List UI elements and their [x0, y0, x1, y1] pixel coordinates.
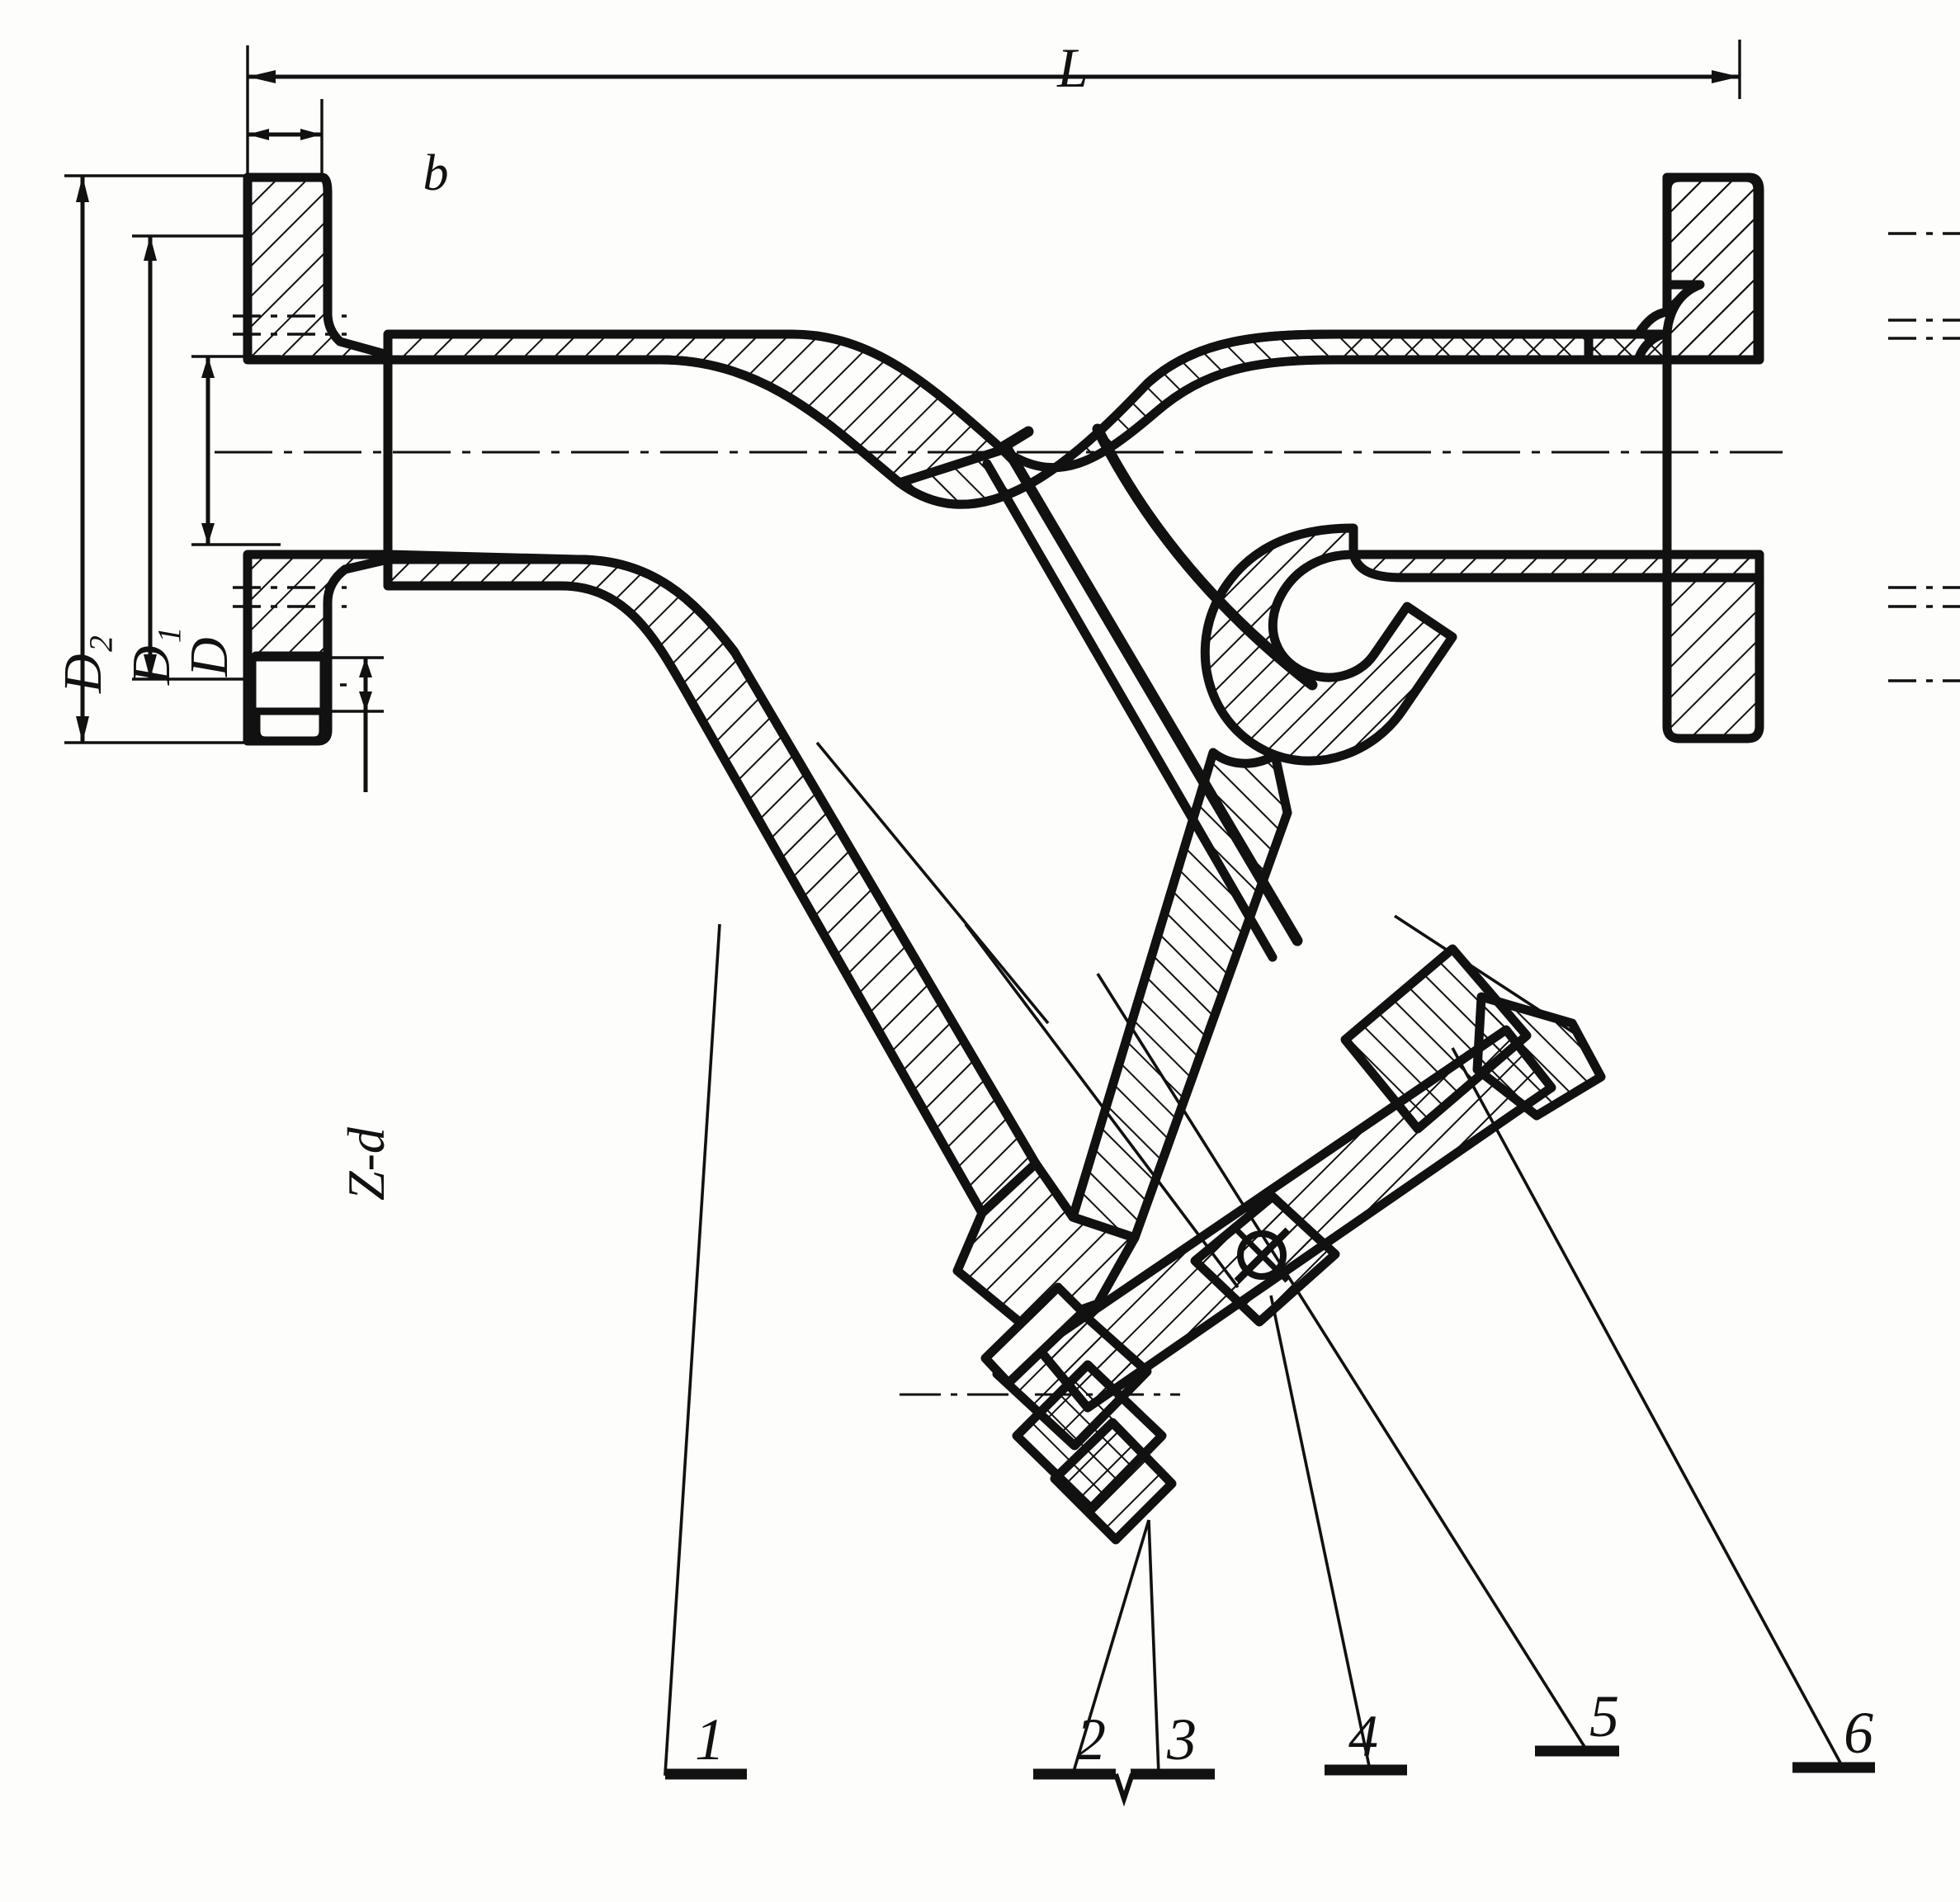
right-flange-upper-solid	[1584, 172, 1764, 365]
bore-upper-right	[895, 329, 1672, 509]
leader-3	[1147, 1519, 1160, 1775]
strainer-screen	[977, 423, 1318, 1218]
dim-arrow-D2-bot	[76, 716, 89, 743]
dim-arrow-b-left	[248, 129, 269, 140]
screen-bottom-rim	[977, 1159, 1041, 1218]
drain-plug-tip	[1050, 1418, 1177, 1545]
y-limb-bottom-closure	[952, 1159, 1140, 1333]
dim-arrow-D-bot	[201, 523, 215, 545]
left-flange-upper	[243, 172, 393, 365]
cap-neck-hook	[1200, 523, 1457, 766]
callout-6: 6	[1844, 1700, 1873, 1766]
screen-far-edge	[1092, 423, 1318, 691]
callout-1: 1	[695, 1706, 725, 1772]
dim-arrow-D2-top	[76, 176, 89, 202]
dim-arrow-L-right	[1712, 70, 1740, 83]
dim-arrow-L-left	[248, 70, 276, 83]
left-flange-lower	[243, 550, 393, 746]
callout-5: 5	[1589, 1683, 1619, 1749]
callout-labels: 1 2 3 4 5 6	[695, 1683, 1873, 1772]
callout-3: 3	[1166, 1706, 1197, 1772]
dimension-labels: L b D₂ D₁ D Z-d	[53, 36, 1089, 1201]
dim-arrow-Zd-bot	[359, 691, 372, 711]
dim-arrow-D1-bot	[144, 654, 157, 679]
left-flange-bolt-hole	[248, 654, 328, 715]
body-section	[243, 172, 1764, 1333]
screen-mouth	[999, 426, 1034, 451]
bore-lower-left	[383, 550, 739, 657]
callout-2: 2	[1076, 1706, 1106, 1772]
screen-wall-outer	[999, 440, 1303, 946]
dimension-lines	[64, 40, 1741, 792]
dim-label-Zd: Z-d	[337, 1126, 395, 1201]
dim-arrow-D1-top	[144, 236, 157, 261]
underline-2-3-vee	[1113, 1773, 1135, 1807]
screen-wall-inner	[982, 459, 1278, 962]
leader-cap-pointer	[1394, 914, 1585, 1041]
lower-wall-right-run	[1348, 550, 1764, 583]
dim-label-D2: D₂	[53, 635, 113, 694]
dim-arrow-D-top	[201, 356, 215, 378]
cap-and-plug-assembly	[980, 944, 1606, 1545]
dim-label-L: L	[1056, 36, 1089, 99]
dim-arrow-b-right	[300, 129, 322, 140]
leader-nut-pointer	[964, 923, 1240, 1289]
bore-outlines	[383, 329, 1672, 657]
leader-screen-pointer	[815, 741, 1050, 1025]
dim-label-D: D	[179, 637, 239, 677]
bore-upper-left	[383, 355, 904, 488]
dim-label-b: b	[423, 145, 449, 201]
dim-arrow-Zd-top	[359, 658, 372, 677]
leader-underlines	[665, 1745, 1875, 1807]
callout-4: 4	[1348, 1703, 1378, 1769]
cap-plate	[1340, 944, 1532, 1134]
dim-label-D1: D₁	[121, 626, 182, 686]
right-flange-lower	[1662, 550, 1764, 743]
plug-washer	[980, 1282, 1088, 1388]
